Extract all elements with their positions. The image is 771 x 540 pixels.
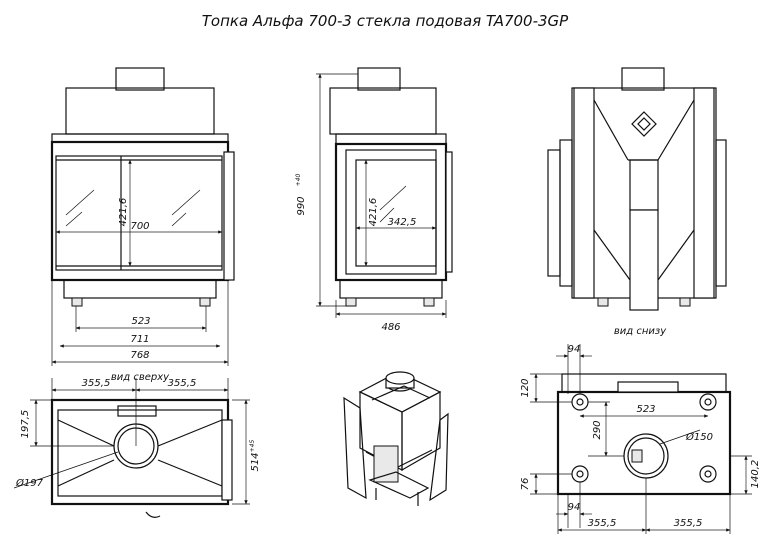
bottom-view: 94 120 523 290 Ø150 140,2 76 94 355,5 35… — [520, 344, 761, 534]
front-body-width: 711 — [130, 334, 149, 345]
bottom-top-margin: 94 — [568, 344, 581, 355]
back-view: вид снизу — [547, 67, 727, 337]
back-view-caption: вид снизу — [614, 326, 667, 337]
top-depth: 514 — [250, 452, 261, 471]
top-flue-diameter: Ø197 — [15, 477, 44, 489]
bottom-air-diameter: Ø150 — [685, 431, 713, 443]
bottom-right-width: 355,5 — [674, 518, 703, 529]
front-view: 421,6 700 523 711 768 — [50, 67, 235, 366]
bottom-foot-margin: 94 — [568, 502, 581, 513]
side-depth: 486 — [381, 322, 400, 333]
bottom-legs-span: 523 — [636, 404, 655, 415]
side-glass-height: 421,6 — [368, 198, 379, 227]
isometric-view — [343, 371, 449, 506]
top-left-offset: 355,5 — [82, 378, 111, 389]
top-view: 355,5 вид сверху 355,5 197,5 Ø197 514 +4… — [13, 372, 261, 518]
front-overall-width: 768 — [130, 350, 149, 361]
top-depth-tol: +45 — [249, 439, 256, 452]
top-right-offset: 355,5 — [168, 378, 197, 389]
bottom-left-offset: 120 — [520, 378, 531, 397]
front-glass-width: 700 — [130, 221, 149, 232]
bottom-left-width: 355,5 — [588, 518, 617, 529]
side-height: 990 — [296, 196, 307, 215]
front-glass-height: 421,6 — [118, 198, 129, 227]
top-view-caption: вид сверху — [111, 372, 170, 383]
side-view: 990 +40 421,6 342,5 486 — [295, 67, 453, 333]
drawing-title: Топка Альфа 700-3 стекла подовая TA700-3… — [202, 12, 569, 30]
top-front-offset: 197,5 — [20, 410, 31, 439]
front-legs-span: 523 — [131, 316, 150, 327]
bottom-bottom-margin: 76 — [520, 478, 531, 491]
side-glass-width: 342,5 — [388, 217, 417, 228]
side-height-tol: +40 — [295, 173, 302, 186]
bottom-center-offset: 290 — [592, 420, 603, 439]
bottom-right-offset: 140,2 — [750, 460, 761, 489]
